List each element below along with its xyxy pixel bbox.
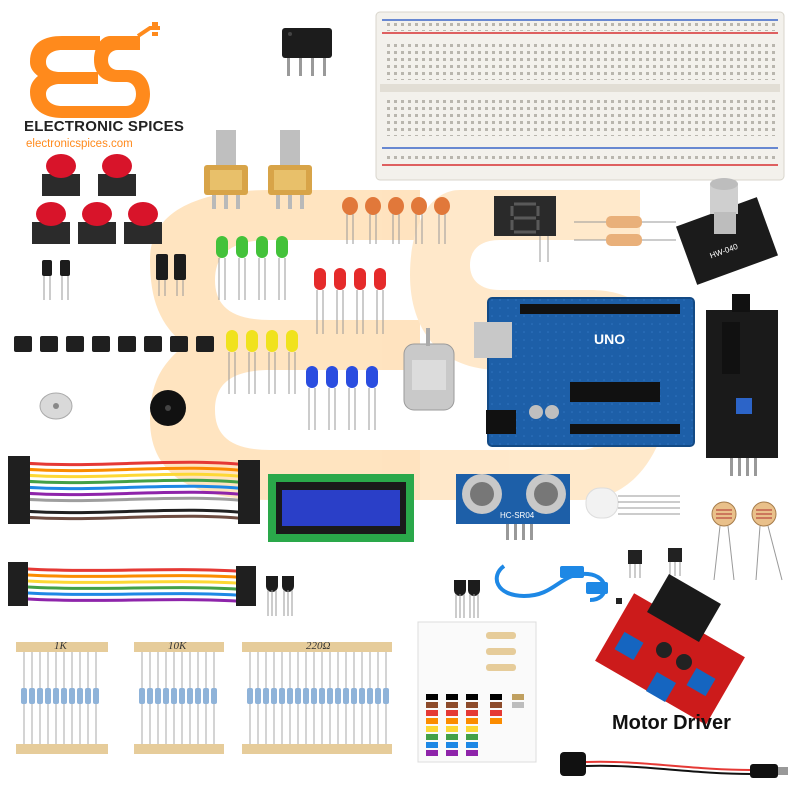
photoresistors xyxy=(711,501,783,581)
potentiometer-right xyxy=(268,130,312,209)
i2c-lcd-adapter xyxy=(706,294,778,476)
resistor-strip-10k xyxy=(134,642,224,754)
resistor-strip-220-label: 220Ω xyxy=(306,640,331,652)
jumper-wire-bundle-bottom xyxy=(8,562,256,606)
seven-segment-display xyxy=(494,196,556,262)
blue-leds xyxy=(306,366,378,430)
jumper-wire-bundle-top xyxy=(8,456,260,524)
green-leds xyxy=(216,236,288,300)
brand-name: ELECTRONIC SPICES xyxy=(24,118,185,135)
resistor-strip-1k-label: 1K xyxy=(54,640,67,652)
ic-chip xyxy=(282,28,332,76)
dc-motor xyxy=(403,328,455,411)
electrolytic-capacitors xyxy=(42,254,186,300)
arduino-uno-board: UNO xyxy=(474,297,695,447)
ultrasonic-label: HC-SR04 xyxy=(500,511,535,520)
lcd-display-module xyxy=(268,474,414,542)
red-leds xyxy=(314,268,386,334)
motor-driver-module xyxy=(595,573,745,725)
resistor-pair xyxy=(574,216,676,246)
yellow-leds xyxy=(226,330,298,394)
resistor-strip-10k-label: 10K xyxy=(168,640,187,652)
transistors xyxy=(266,576,480,618)
slide-switches xyxy=(628,548,682,578)
rotary-encoder-module: HW-040 xyxy=(675,178,779,285)
tactile-switches xyxy=(14,336,214,352)
ultrasonic-sensor: HC-SR04 xyxy=(456,474,570,540)
rgb-led xyxy=(585,487,680,519)
red-push-buttons xyxy=(32,154,162,244)
resistor-color-code-card xyxy=(417,621,537,763)
ceramic-capacitors xyxy=(342,197,450,244)
resistor-strip-220 xyxy=(242,642,392,754)
arduino-model-label: UNO xyxy=(594,331,625,347)
brand-url[interactable]: electronicspices.com xyxy=(26,138,133,150)
brand-logo xyxy=(30,22,160,118)
usb-cable xyxy=(494,564,622,604)
battery-snap-connector xyxy=(560,752,788,778)
buzzers xyxy=(39,390,186,426)
breadboard xyxy=(375,11,785,181)
resistor-strip-1k xyxy=(16,642,108,754)
potentiometer-left xyxy=(204,130,248,209)
motor-driver-caption: Motor Driver xyxy=(612,712,731,734)
